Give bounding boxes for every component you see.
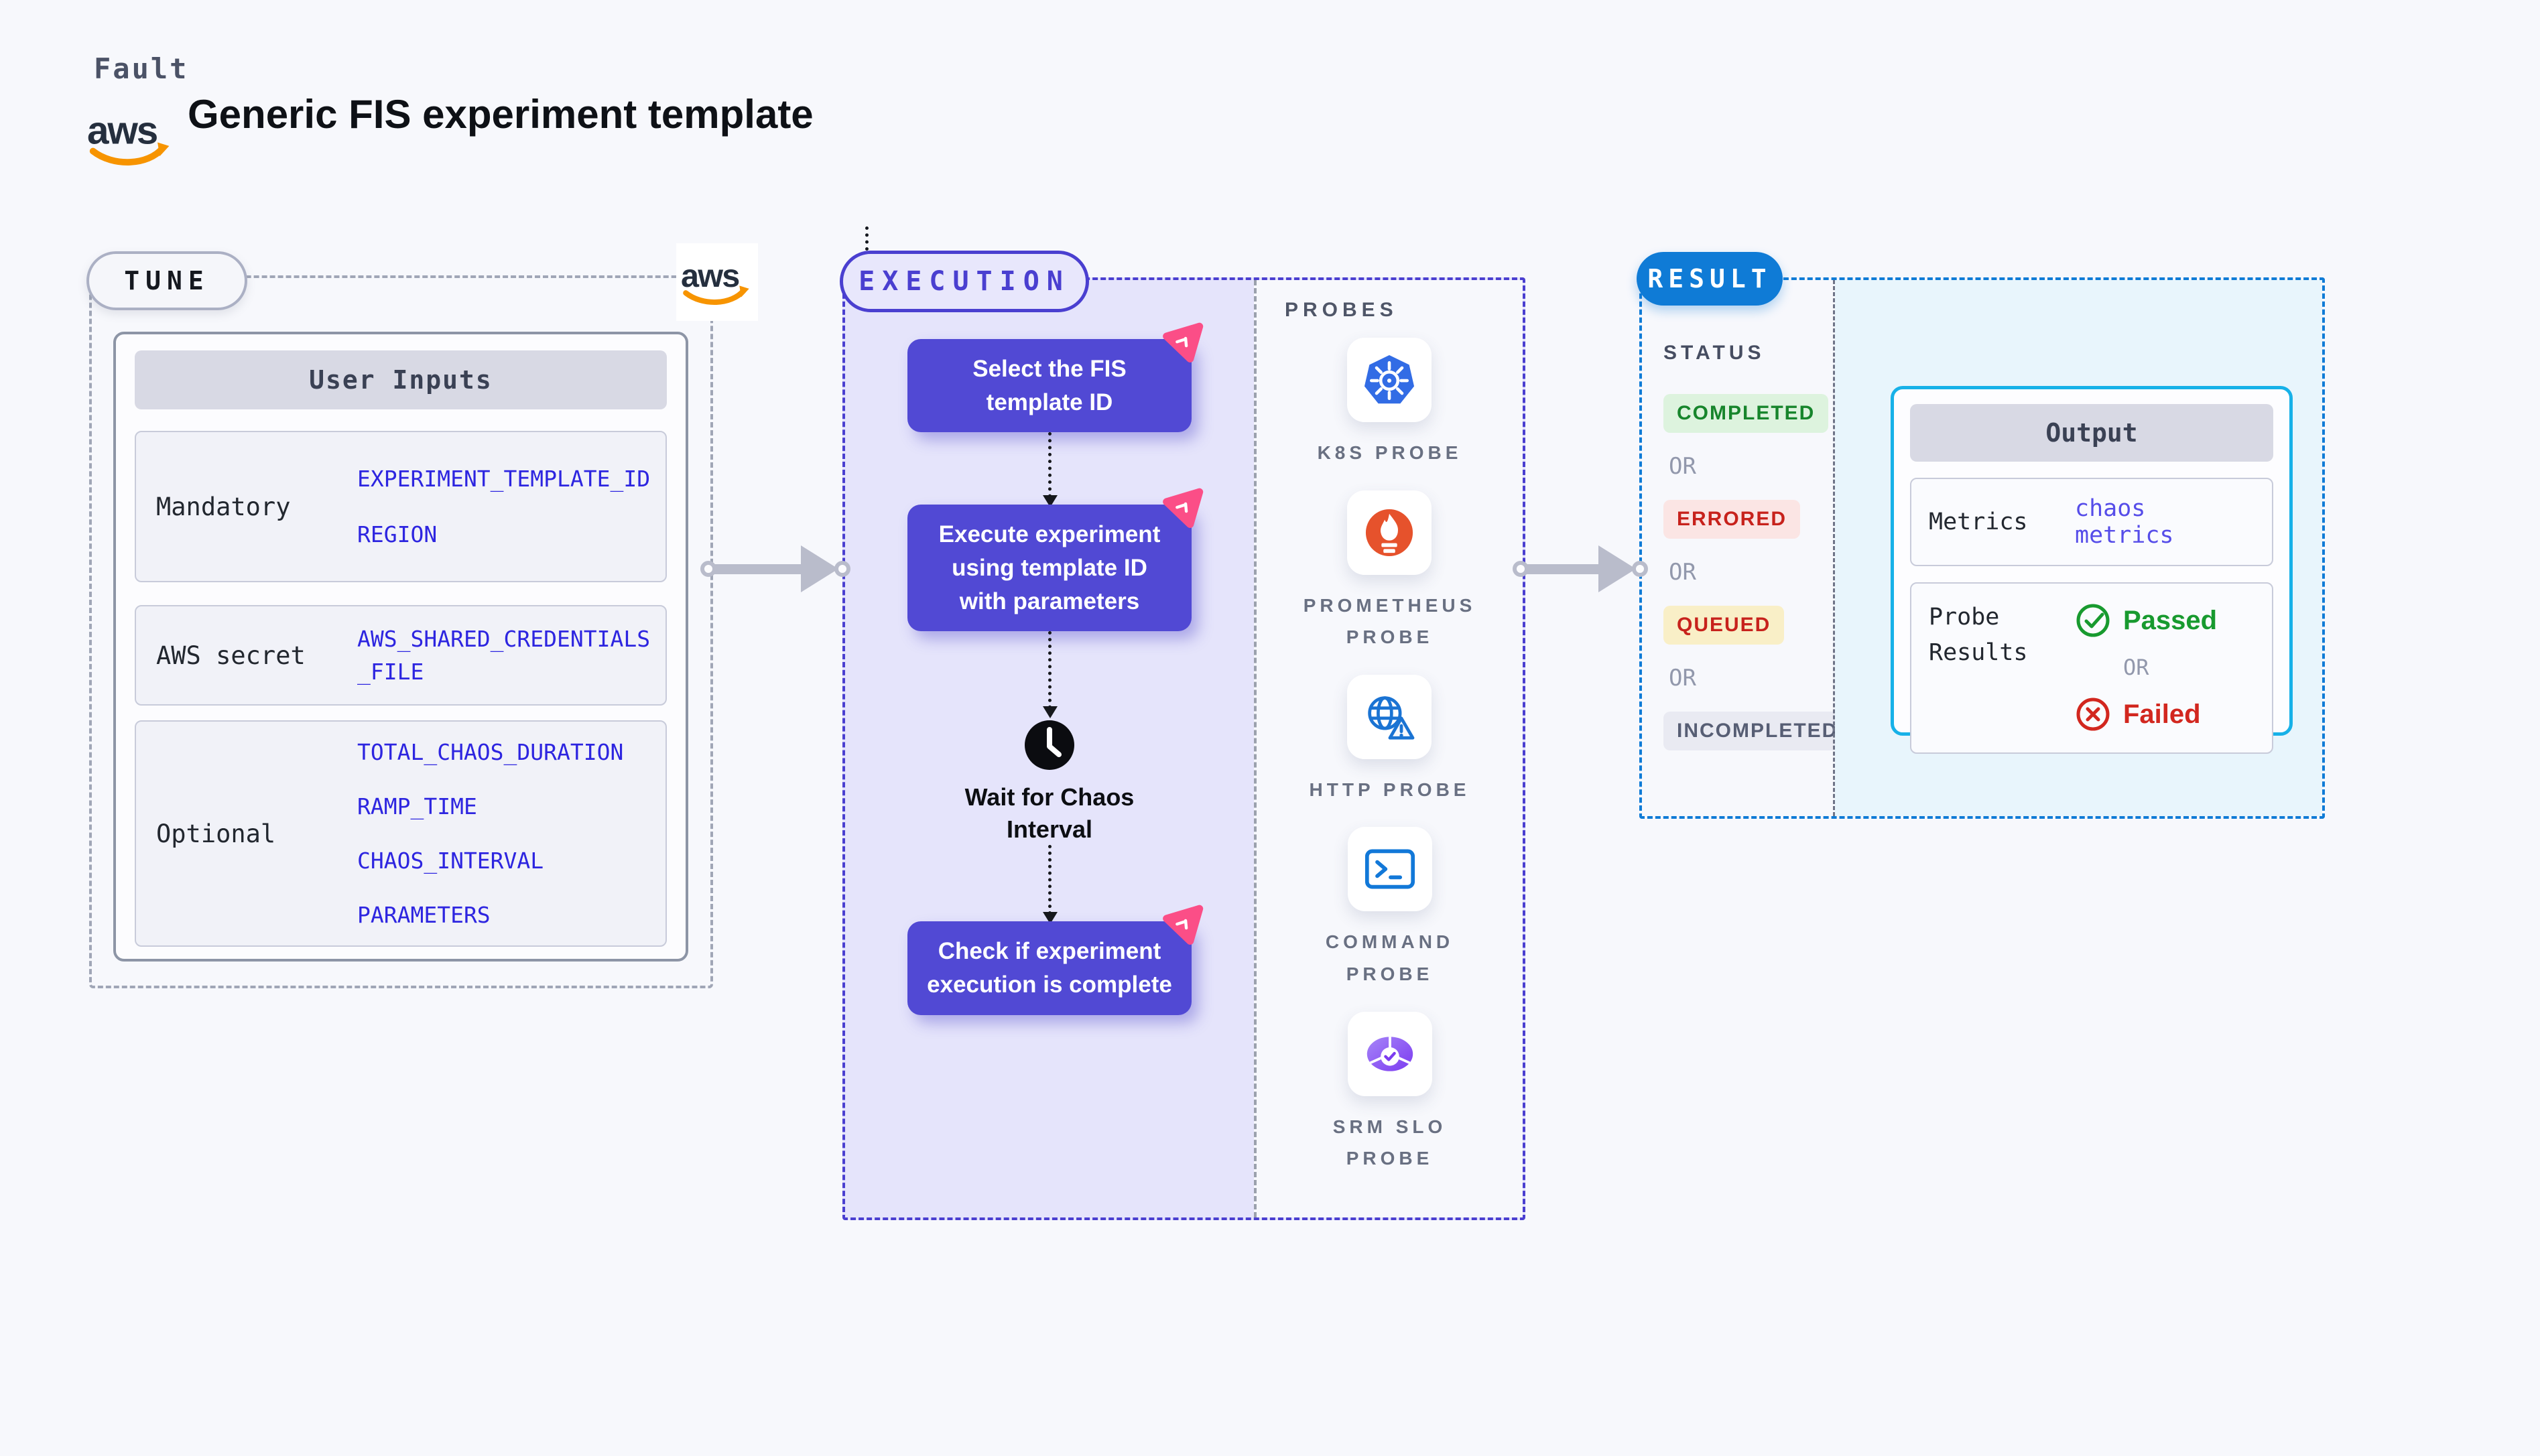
aws-logo-icon: aws: [676, 243, 758, 321]
probe-item-http: HTTP PROBE: [1309, 674, 1470, 806]
row-label: Optional: [156, 819, 276, 848]
tune-pill: TUNE: [86, 251, 247, 310]
status-column: STATUS COMPLETED OR ERRORED OR QUEUED OR…: [1642, 280, 1852, 816]
step-check-complete: Check if experiment execution is complet…: [907, 905, 1204, 1015]
or-label: OR: [2123, 655, 2149, 680]
input-value: RAMP_TIME: [357, 793, 477, 819]
dotted-stub-line: [865, 226, 869, 251]
output-header: Output: [1910, 404, 2273, 462]
status-badge-completed: COMPLETED: [1663, 394, 1829, 433]
litmus-chaos-icon: [1156, 318, 1209, 367]
probe-label: K8S PROBE: [1317, 442, 1462, 463]
step-execute-experiment: Execute experiment using template ID wit…: [907, 488, 1204, 632]
probe-results-row: Probe Results Passed: [1910, 582, 2273, 754]
status-heading: STATUS: [1663, 342, 1765, 364]
status-badge-incompleted: INCOMPLETED: [1663, 712, 1852, 750]
input-row-aws-secret: AWS secret AWS_SHARED_CREDENTIALS _FILE: [135, 605, 667, 706]
probes-heading: PROBES: [1285, 299, 1398, 321]
status-badge-queued: QUEUED: [1663, 606, 1785, 645]
status-badge-errored: ERRORED: [1663, 500, 1801, 539]
input-value: EXPERIMENT_TEMPLATE_ID: [357, 466, 651, 492]
dotted-arrow-icon: [1042, 845, 1058, 925]
tune-panel: TUNE aws User Inputs Mandatory EXPERIMEN…: [86, 243, 758, 988]
litmus-chaos-icon: [1156, 484, 1209, 533]
litmus-chaos-icon: [1156, 901, 1209, 949]
probe-result-passed: Passed: [2075, 602, 2255, 639]
svg-text:aws: aws: [87, 109, 157, 153]
probe-results-label: Probe Results: [1929, 604, 2028, 666]
input-value: TOTAL_CHAOS_DURATION: [357, 739, 624, 765]
probe-item-k8s: K8S PROBE: [1318, 338, 1462, 469]
page-title: Generic FIS experiment template: [188, 92, 814, 137]
execution-flow: Select the FIS template ID Execute exper…: [845, 280, 1254, 1015]
brand-label: Fault: [94, 52, 189, 85]
execution-pill: EXECUTION: [840, 251, 1089, 312]
http-globe-icon: [1347, 674, 1432, 759]
terminal-icon: [1347, 827, 1432, 912]
step-wait-chaos-interval: Wait for Chaos Interval: [964, 783, 1135, 843]
or-label: OR: [1669, 559, 1696, 586]
clock-icon: [1024, 720, 1075, 771]
x-circle-icon: [2075, 696, 2111, 732]
svg-text:aws: aws: [681, 258, 739, 294]
input-value: REGION: [357, 521, 438, 547]
metrics-value: chaos metrics: [2075, 495, 2174, 549]
user-inputs-card: User Inputs Mandatory EXPERIMENT_TEMPLAT…: [113, 332, 688, 962]
metrics-row: Metrics chaos metrics: [1910, 478, 2273, 566]
result-pill: RESULT: [1637, 252, 1783, 306]
metrics-label: Metrics: [1929, 508, 2028, 535]
input-value: AWS_SHARED_CREDENTIALS: [357, 626, 651, 652]
execution-panel: EXECUTION PROBES: [840, 226, 1525, 1220]
check-circle-icon: [2075, 602, 2111, 639]
probes-zone: PROBES: [1254, 280, 1523, 1217]
input-value: PARAMETERS: [357, 902, 491, 928]
row-label: AWS secret: [156, 641, 306, 670]
input-row-optional: Optional TOTAL_CHAOS_DURATION RAMP_TIME …: [135, 720, 667, 947]
user-inputs-header: User Inputs: [135, 350, 667, 409]
input-value: _FILE: [357, 659, 424, 685]
row-label: Mandatory: [156, 492, 291, 521]
input-value: CHAOS_INTERVAL: [357, 848, 544, 874]
output-zone: Output Metrics chaos metrics Probe Resul…: [1835, 280, 2322, 816]
or-label: OR: [1669, 453, 1696, 480]
probe-label: HTTP PROBE: [1309, 779, 1470, 800]
probe-result-failed: Failed: [2075, 696, 2255, 732]
step-select-template: Select the FIS template ID: [907, 322, 1204, 433]
flow-arrow-icon: [700, 545, 850, 593]
output-card: Output Metrics chaos metrics Probe Resul…: [1891, 386, 2293, 754]
result-panel: RESULT STATUS COMPLETED OR ERRORED OR QU…: [1637, 252, 2325, 819]
slo-pie-icon: [1347, 1011, 1432, 1096]
dotted-arrow-icon: [1042, 432, 1058, 508]
divider: [1833, 280, 1835, 816]
prometheus-icon: [1347, 490, 1432, 575]
or-label: OR: [1669, 665, 1696, 691]
kubernetes-icon: [1347, 338, 1432, 422]
flow-arrow-icon: [1513, 545, 1648, 593]
input-row-mandatory: Mandatory EXPERIMENT_TEMPLATE_ID REGION: [135, 431, 667, 582]
aws-logo-icon: aws: [87, 107, 174, 169]
dotted-arrow-icon: [1042, 631, 1058, 719]
